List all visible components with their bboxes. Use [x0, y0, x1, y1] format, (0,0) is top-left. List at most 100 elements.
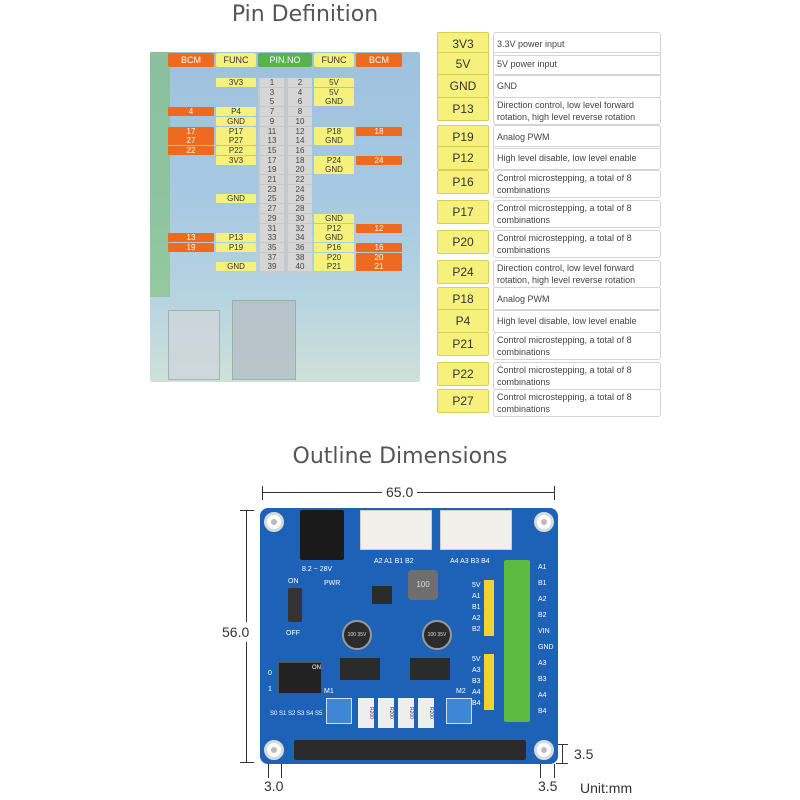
offset-line: [562, 744, 563, 764]
pin-func-left: GND: [216, 116, 256, 126]
pin-definition-title: Pin Definition: [231, 2, 379, 27]
terminal-label: B4: [538, 708, 547, 715]
header-pin-label: A1: [472, 593, 481, 600]
definition-description: Direction control, low level forward rot…: [493, 260, 661, 288]
pin-number-left: 25: [260, 194, 284, 204]
pin-header-1: [484, 580, 494, 636]
pin-number-right: 6: [288, 97, 312, 107]
bottom-right-label: 3.5: [538, 778, 558, 794]
pin-func-right: P18: [314, 126, 354, 136]
definition-code: P16: [437, 170, 489, 194]
switch-on-label: ON: [288, 578, 299, 585]
height-label: 56.0: [222, 622, 250, 642]
switch-off-label: OFF: [286, 630, 300, 637]
usb-port-icon: [168, 310, 220, 380]
pin-bcm-right: 18: [356, 126, 402, 136]
definition-description: Control microstepping, a total of 8 comb…: [493, 230, 661, 258]
pin-bcm-right: 21: [356, 262, 402, 272]
definition-description: Control microstepping, a total of 8 comb…: [493, 362, 661, 390]
resistor-2: R200: [378, 698, 394, 728]
definition-code: P27: [437, 389, 489, 413]
pin-func-right: P20: [314, 252, 354, 262]
pin-number-right: 4: [288, 87, 312, 97]
definition-code: P21: [437, 332, 489, 356]
unit-label: Unit:mm: [580, 780, 633, 796]
potentiometer-2: [446, 698, 472, 724]
pin-func-left: P17: [216, 126, 256, 136]
bottom-left-tick-a: [268, 764, 269, 778]
definition-description: 5V power input: [493, 52, 661, 76]
height-tick-top: [240, 510, 254, 511]
pin-func-left: P22: [216, 145, 256, 155]
pin-number-right: 14: [288, 136, 312, 146]
pin-bcm-right: 24: [356, 155, 402, 165]
definition-code: P22: [437, 362, 489, 386]
pin-number-right: 24: [288, 184, 312, 194]
pin-func-right: P21: [314, 262, 354, 272]
motor-hat-pcb: 8.2 ~ 28V A2 A1 B1 B2 A4 A3 B3 B4 100 ON…: [260, 508, 558, 764]
header-pin-no: PIN.NO: [258, 53, 312, 67]
definition-code: P24: [437, 260, 489, 284]
definition-description: Direction control, low level forward rot…: [493, 97, 661, 125]
width-label: 65.0: [382, 484, 418, 500]
dip-labels: S0 S1 S2 S3 S4 S5: [270, 711, 323, 717]
pin-number-left: 35: [260, 242, 284, 252]
pin-number-left: 19: [260, 165, 284, 175]
connector-1-labels: A2 A1 B1 B2: [374, 558, 414, 565]
inductor: 100: [408, 570, 438, 600]
definition-description: Analog PWM: [493, 287, 661, 311]
terminal-label: B3: [538, 676, 547, 683]
definition-code: P4: [437, 309, 489, 333]
pin-number-right: 30: [288, 213, 312, 223]
dip-zero-label: 0: [268, 670, 272, 677]
terminal-label: A1: [538, 564, 547, 571]
pin-number-left: 1: [260, 78, 284, 87]
pin-func-right: P12: [314, 223, 354, 233]
terminal-label: B2: [538, 612, 547, 619]
pin-bcm-left: 19: [168, 242, 214, 252]
header-pin-label: 5V: [472, 582, 481, 589]
definition-description: Control microstepping, a total of 8 comb…: [493, 200, 661, 228]
motor-connector-1: [360, 510, 432, 550]
pin-func-right: P24: [314, 155, 354, 165]
pin-number-right: 2: [288, 78, 312, 87]
offset-tick-bottom: [556, 763, 568, 764]
dip-switch: [278, 662, 322, 694]
pin-number-right: 10: [288, 116, 312, 126]
pin-number-left: 9: [260, 116, 284, 126]
pin-func-right: GND: [314, 233, 354, 243]
definition-description: High level disable, low level enable: [493, 309, 661, 333]
driver-chip-1: [340, 658, 380, 680]
pin-number-right: 32: [288, 223, 312, 233]
terminal-label: VIN: [538, 628, 550, 635]
pin-bcm-right: 12: [356, 223, 402, 233]
definition-description: Control microstepping, a total of 8 comb…: [493, 389, 661, 417]
pin-func-left: GND: [216, 262, 256, 272]
terminal-label: B1: [538, 580, 547, 587]
definition-code: P18: [437, 287, 489, 311]
resistor-1: R200: [358, 698, 374, 728]
mounting-hole-icon: [534, 512, 554, 532]
mounting-hole-icon: [264, 512, 284, 532]
pin-number-right: 28: [288, 204, 312, 214]
resistor-4: R200: [418, 698, 434, 728]
pin-number-right: 12: [288, 126, 312, 136]
header-pin-label: A3: [472, 667, 481, 674]
pin-func-right: GND: [314, 165, 354, 175]
dc-power-jack: [300, 510, 344, 560]
voltage-label: 8.2 ~ 28V: [302, 566, 333, 573]
pin-bcm-left: 27: [168, 136, 214, 146]
connector-2-labels: A4 A3 B3 B4: [450, 558, 490, 565]
regulator-chip: [372, 586, 392, 604]
pin-number-right: 20: [288, 165, 312, 175]
terminal-label: A4: [538, 692, 547, 699]
pin-number-left: 11: [260, 126, 284, 136]
pin-number-left: 5: [260, 97, 284, 107]
header-pin-label: 5V: [472, 656, 481, 663]
pwr-label: PWR: [324, 580, 341, 587]
definition-description: Control microstepping, a total of 8 comb…: [493, 170, 661, 198]
pin-func-right: 5V: [314, 87, 354, 97]
header-pin-label: A4: [472, 689, 481, 696]
pin-func-right: 5V: [314, 78, 354, 87]
pin-func-left: P13: [216, 233, 256, 243]
